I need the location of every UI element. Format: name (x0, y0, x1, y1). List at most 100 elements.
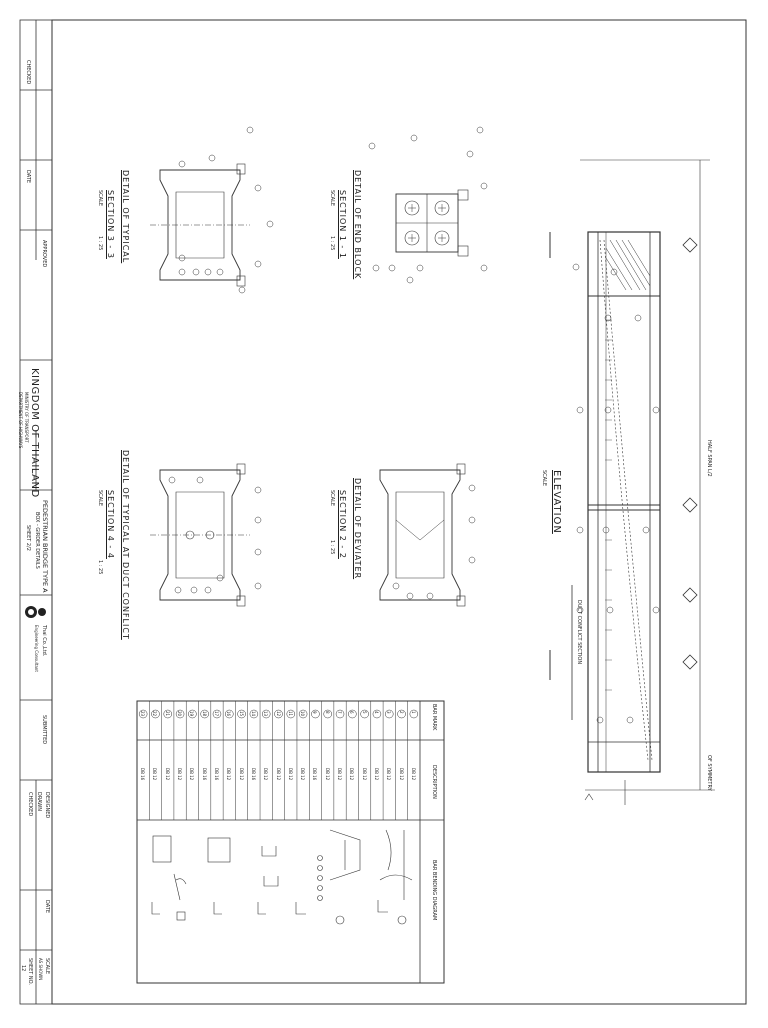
bar-description-cell: DB 12 (275, 768, 281, 781)
bar-mark-cell: 5 (361, 711, 367, 714)
bar-mark-circle (225, 709, 234, 719)
bar-mark-cell: 18 (201, 711, 207, 717)
section-3-ratio: 1 : 25 (97, 236, 103, 251)
scale-label: SCALE (44, 958, 50, 975)
bar-description-cell: DB 16 (201, 768, 207, 781)
section-1-ratio: 1 : 25 (329, 236, 335, 251)
bar-description-cell: DB 12 (373, 768, 379, 781)
bar-mark-circle (175, 709, 185, 719)
bar-description-cell: DB 12 (410, 768, 416, 781)
bar-description-cell: DB 12 (398, 768, 404, 781)
section-1-1-callouts (368, 126, 488, 284)
company-line: Engineering Consultant (34, 625, 39, 672)
bar-description-cell: DB 12 (324, 768, 330, 781)
section-2-label: SECTION 2 - 2 (338, 490, 347, 559)
scale-value: AS SHOWN (38, 958, 43, 981)
section-2-ratio: 1 : 25 (329, 540, 335, 555)
checked-label-2: CHECKED (27, 792, 33, 817)
section-1-scale: SCALE (329, 190, 335, 207)
drawing-title: BOX - GIRDER DETAILS (34, 512, 40, 569)
bar-mark-cell: 6 (349, 711, 355, 714)
bar-description-cell: DB 12 (349, 768, 355, 781)
bar-mark-cell: 15 (238, 711, 244, 717)
client-name: KINGDOM OF THAILAND (29, 368, 40, 498)
section-3-3-drawing (150, 163, 250, 287)
drawn-label: DRAWN (36, 792, 42, 811)
bar-description-cell: DB 16 (312, 768, 318, 781)
bar-description-cell: DB 12 (263, 768, 269, 781)
bar-mark-cell: 16 (226, 711, 232, 717)
submitted-label: SUBMITTED (41, 715, 47, 745)
section-4-ratio: 1 : 25 (97, 560, 103, 575)
bar-description-cell: DB 12 (386, 768, 392, 781)
section-2-scale: SCALE (329, 490, 335, 507)
section-4-label: SECTION 4 - 4 (106, 490, 115, 559)
bar-mark-cell: 2 (398, 711, 404, 714)
section-1-1-drawing (395, 189, 469, 257)
bar-mark-cell: 22 (152, 711, 158, 717)
bar-mark-circle (360, 709, 369, 719)
bar-bending-sketches (151, 829, 413, 925)
section-2-2-drawing (379, 463, 466, 607)
bar-mark-cell: 1 (410, 711, 416, 714)
date-label-2: DATE (44, 900, 50, 914)
bar-mark-circle (348, 709, 357, 719)
bar-description-cell: DB 12 (238, 768, 244, 781)
bar-mark-circle (384, 709, 394, 719)
bar-mark-circle (298, 709, 308, 719)
bar-mark-circle (237, 709, 246, 719)
bar-mark-cell: 23 (140, 711, 146, 717)
company-name: Thai Co.,Ltd. (41, 625, 47, 657)
section-3-scale: SCALE (97, 190, 103, 207)
bar-description-cell: DB 16 (250, 768, 256, 781)
bar-description-cell: DB 12 (226, 768, 232, 781)
elevation-view (549, 159, 715, 805)
bar-mark-cell: 8 (324, 711, 330, 714)
header-bar-mark: BAR MARK (431, 704, 437, 731)
bar-mark-circle (188, 709, 197, 719)
bar-description-cell: DB 12 (337, 768, 343, 781)
ministry-name: MINISTRY OF TRANSPORT (24, 392, 29, 443)
bar-mark-circle (311, 709, 320, 719)
sheet-no-label: SHEET NO. (27, 958, 33, 985)
bar-mark-cell: 13 (263, 711, 269, 717)
company-logo (25, 606, 46, 618)
bar-mark-circle (274, 709, 283, 719)
section-4-4-callouts (168, 476, 262, 594)
section-1-title: DETAIL OF END BLOCK (353, 170, 362, 280)
project-title: PEDESTRIAN BRIDGE TYPE A (41, 500, 49, 593)
bar-mark-circle (409, 709, 419, 719)
bar-mark-cell: 3 (386, 711, 392, 714)
section-3-label: SECTION 3 - 3 (106, 190, 115, 259)
sheet-border (51, 19, 747, 1005)
title-block (19, 19, 53, 1005)
bar-description-cell: DB 12 (300, 768, 306, 781)
bar-mark-circle (249, 709, 259, 719)
bar-description-cell: DB 12 (164, 768, 170, 781)
date-label-1: DATE (25, 170, 31, 184)
bar-mark-cell: 11 (287, 711, 293, 717)
designed-label: DESIGNED (44, 792, 50, 819)
section-4-title: DETAIL OF TYPICAL AT DUCT CONFLICT (121, 450, 130, 640)
bar-description-cell: DB 12 (189, 768, 195, 781)
bar-mark-circle (286, 709, 296, 719)
bar-mark-cell: 21 (164, 711, 170, 717)
duct-conflict-label: DUCT CONFLICT SECTION (576, 600, 582, 665)
bar-mark-circle (151, 709, 160, 719)
checked-label: CHECKED (25, 60, 31, 85)
bar-description-cell: DB 16 (213, 768, 219, 781)
section-4-4-drawing (150, 463, 250, 607)
bar-schedule-rows (136, 701, 419, 820)
elevation-callouts (572, 263, 660, 724)
approved-label: APPROVED (41, 240, 47, 268)
section-3-title: DETAIL OF TYPICAL (121, 170, 130, 264)
sheet-no-value: 12 (20, 965, 26, 972)
section-1-label: SECTION 1 - 1 (338, 190, 347, 259)
bar-mark-cell: 7 (337, 711, 343, 714)
bar-mark-cell: 20 (177, 711, 183, 717)
symmetry-label: OF SYMMETRY (706, 755, 712, 791)
bar-description-cell: DB 12 (177, 768, 183, 781)
sheet-number: SHEET 2/2 (25, 525, 31, 551)
